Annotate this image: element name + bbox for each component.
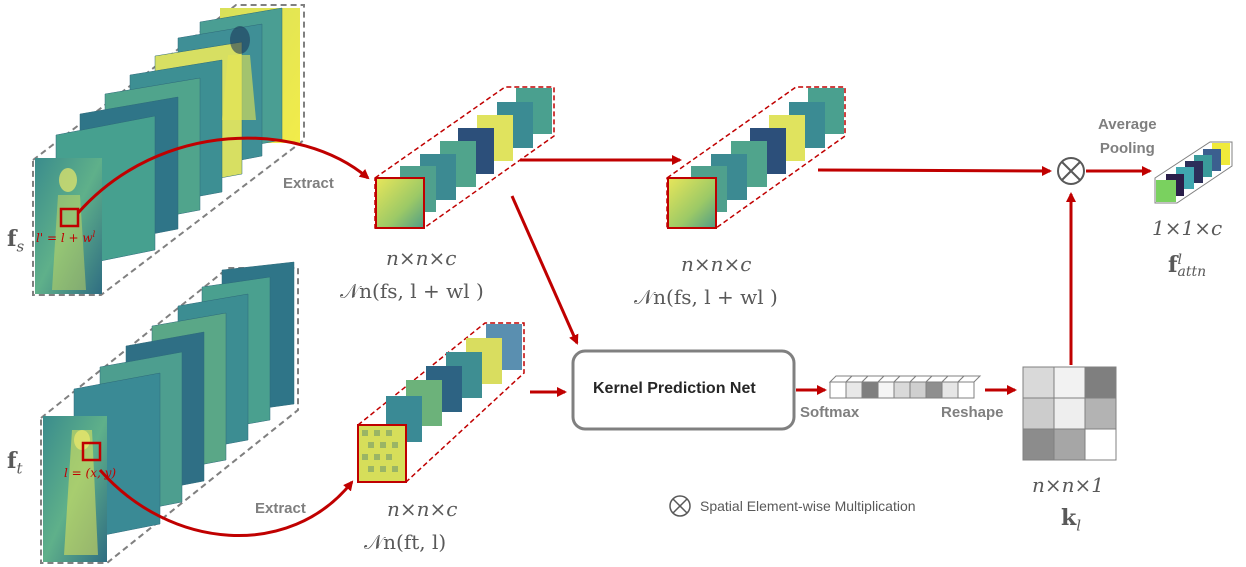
output-dims: 1×1×c	[1152, 216, 1223, 240]
target-patch-location-label: l = (x, y)	[64, 466, 117, 480]
softmax-cell	[893, 381, 911, 399]
kernel-prediction-net-label: Kernel Prediction Net	[593, 380, 756, 397]
kernel-cell	[1084, 397, 1117, 430]
softmax-cell	[829, 381, 847, 399]
arrows	[76, 136, 1152, 538]
attention-patch-dims: n×n×c	[681, 252, 752, 276]
arrow-extract-target	[98, 469, 354, 538]
target-patch-dims: n×n×c	[387, 497, 458, 521]
softmax-vector	[828, 375, 982, 399]
softmax-label: Softmax	[800, 404, 860, 421]
softmax-cell	[941, 381, 959, 399]
kernel-cell	[1053, 428, 1086, 461]
legend-text: Spatial Element-wise Multiplication	[700, 498, 916, 514]
source-patch-stack	[374, 86, 555, 229]
attention-patch-formula: 𝒩n(fs, l + wl )	[634, 285, 778, 309]
source-feature-label: fs	[7, 226, 25, 256]
arrow-mid-to-multiply	[817, 165, 1052, 176]
source-patch-formula: 𝒩n(fs, l + wl )	[340, 279, 484, 303]
multiply-legend-icon	[669, 495, 691, 517]
multiply-node	[1057, 157, 1085, 185]
average-pooling-label: Average Pooling	[1098, 116, 1157, 157]
kernel-cell	[1084, 428, 1117, 461]
target-patch-stack	[357, 322, 525, 483]
kernel-cell	[1053, 366, 1086, 399]
kernel-dims: n×n×1	[1032, 473, 1105, 497]
softmax-cell	[861, 381, 879, 399]
kernel-cell	[1053, 397, 1086, 430]
source-patch-dims: n×n×c	[386, 246, 457, 270]
softmax-cell	[909, 381, 927, 399]
extract-bottom-label: Extract	[255, 500, 306, 517]
target-patch-box	[81, 441, 102, 462]
output-attention-vector	[1154, 141, 1233, 204]
extract-top-label: Extract	[283, 175, 334, 192]
kernel-cell	[1022, 397, 1055, 430]
arrow-extract-source	[76, 136, 370, 214]
target-feature-label: ft	[7, 448, 23, 478]
kernel-cell	[1022, 366, 1055, 399]
kernel-cell	[1022, 428, 1055, 461]
source-feature-stack	[32, 4, 305, 296]
arrow-source-to-kpn	[510, 195, 579, 345]
kernel-prediction-net-box	[571, 349, 796, 431]
attention-patch-stack	[666, 86, 846, 229]
source-patch-box	[59, 207, 80, 228]
target-patch-formula: 𝒩n(ft, l)	[364, 530, 447, 554]
kernel-grid	[1022, 366, 1117, 461]
softmax-cell	[925, 381, 943, 399]
reshape-label: Reshape	[941, 404, 1004, 421]
target-feature-stack	[40, 261, 299, 564]
softmax-cell	[877, 381, 895, 399]
kernel-symbol: kl	[1061, 505, 1082, 535]
softmax-cell	[845, 381, 863, 399]
kernel-cell	[1084, 366, 1117, 399]
softmax-cell	[957, 381, 975, 399]
source-patch-location-label: l' = l + wl	[36, 230, 96, 245]
